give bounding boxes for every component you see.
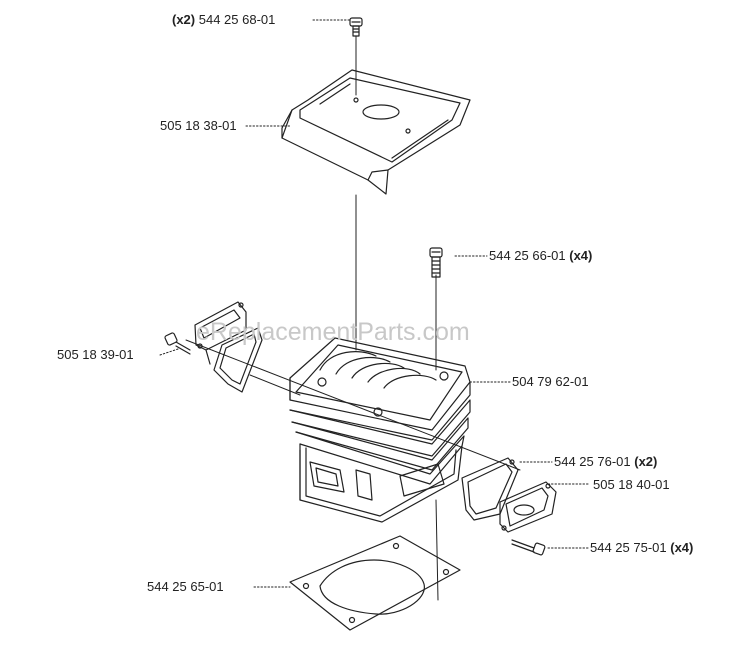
left-bolt-icon <box>164 332 191 355</box>
callout-part-number: 544 25 65-01 <box>147 579 224 594</box>
callout-505-18-39-01: 505 18 39-01 <box>57 347 134 362</box>
watermark: eReplacementParts.com <box>196 318 470 346</box>
gasket-right <box>461 457 519 521</box>
callout-part-number: 505 18 40-01 <box>593 477 670 492</box>
intake-flange-left <box>194 301 247 365</box>
callout-544-25-76-01: 544 25 76-01 (x2) <box>554 454 657 469</box>
base-gasket <box>289 535 461 631</box>
callout-part-number: 544 25 66-01 <box>489 248 566 263</box>
callout-quantity: (x4) <box>670 540 694 555</box>
callout-544-25-68-01: (x2) 544 25 68-01 <box>172 12 275 27</box>
head-screw-icon <box>429 247 443 278</box>
right-bolt-icon <box>511 539 546 556</box>
callout-part-number: 544 25 76-01 <box>554 454 631 469</box>
callout-quantity: (x2) <box>172 12 196 27</box>
callout-part-number: 504 79 62-01 <box>512 374 589 389</box>
assembly-axes <box>185 35 521 601</box>
callout-part-number: 544 25 75-01 <box>590 540 667 555</box>
cylinder-body <box>289 337 471 523</box>
callout-544-25-65-01: 544 25 65-01 <box>147 579 224 594</box>
callout-quantity: (x4) <box>569 248 593 263</box>
callout-part-number: 544 25 68-01 <box>198 12 276 27</box>
callout-544-25-75-01: 544 25 75-01 (x4) <box>590 540 693 555</box>
callout-part-number: 505 18 39-01 <box>57 347 134 362</box>
top-cover <box>281 69 471 195</box>
exhaust-flange-right <box>499 481 557 533</box>
top-screw-icon <box>349 17 363 37</box>
callout-505-18-40-01: 505 18 40-01 <box>593 477 670 492</box>
callout-part-number: 505 18 38-01 <box>160 118 237 133</box>
gasket-left <box>213 327 263 393</box>
callout-544-25-66-01: 544 25 66-01 (x4) <box>489 248 592 263</box>
callout-504-79-62-01: 504 79 62-01 <box>512 374 589 389</box>
callout-505-18-38-01: 505 18 38-01 <box>160 118 237 133</box>
callout-quantity: (x2) <box>634 454 658 469</box>
